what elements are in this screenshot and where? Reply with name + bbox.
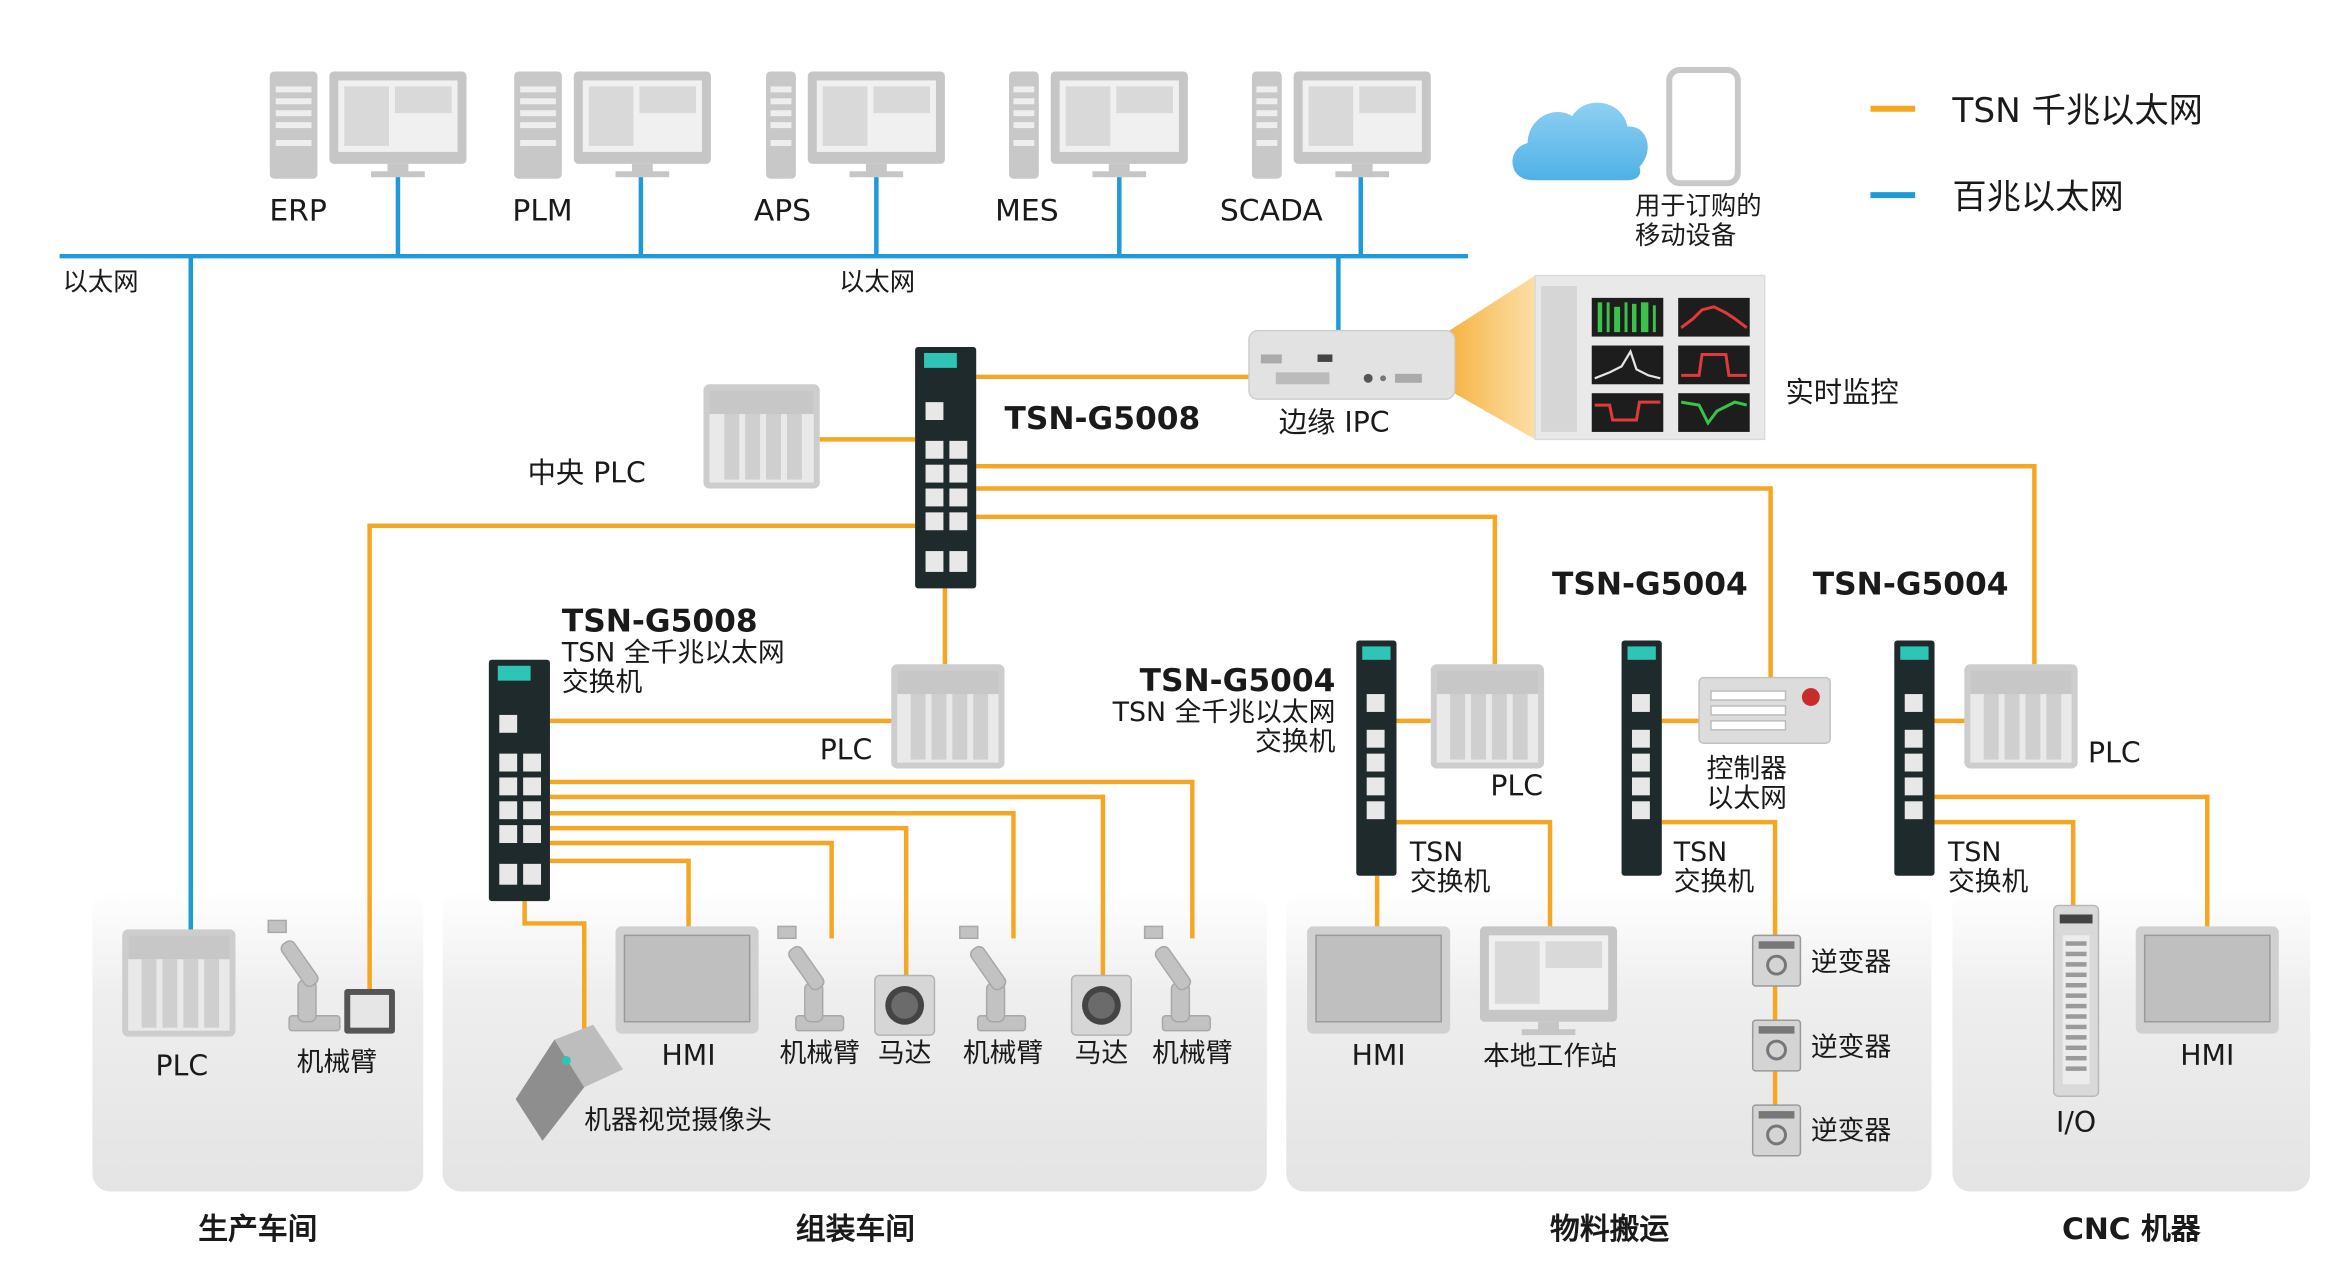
ethernet-label-left: 以太网: [63, 266, 139, 296]
label-mes: MES: [995, 193, 1058, 228]
label-controller-1: 控制器: [1707, 753, 1788, 784]
label-workstation: 本地工作站: [1483, 1041, 1617, 1072]
material-switch-2: [1621, 640, 1662, 876]
label-assembly-plc: PLC: [820, 734, 873, 767]
assembly-switch-desc-2: 交换机: [562, 667, 643, 698]
cnc-switch-label-2: 交换机: [1948, 867, 2029, 898]
label-central-plc: 中央 PLC: [528, 457, 646, 490]
material-switch-name: TSN-G5004: [1140, 663, 1336, 699]
label-monitoring: 实时监控: [1785, 376, 1898, 409]
label-inverter-1: 逆变器: [1811, 947, 1892, 978]
material-switch2-label-1: TSN: [1673, 837, 1727, 868]
enterprise-systems: ERP PLM APS MES SCADA: [269, 71, 1431, 228]
cnc-plc-icon: [1964, 664, 2078, 769]
inverter-icon: [1751, 1019, 1802, 1072]
tsn-lines: [367, 374, 2210, 1147]
ethernet-label-center: 以太网: [839, 266, 915, 296]
material-switch-desc-1: TSN 全千兆以太网: [1112, 697, 1336, 728]
label-assembly-hmi: HMI: [662, 1039, 716, 1072]
edge-ipc-icon: [1248, 329, 1456, 400]
core-switch-name: TSN-G5008: [1005, 401, 1201, 437]
label-production-robot-arm: 机械臂: [297, 1047, 377, 1078]
io-module-icon: [2053, 904, 2100, 1097]
production-plc-icon: [122, 929, 236, 1037]
label-production-plc: PLC: [156, 1049, 209, 1082]
label-cnc-hmi: HMI: [2180, 1039, 2234, 1072]
cnc-switch: [1894, 640, 1935, 876]
cloud-icon: [1512, 102, 1648, 181]
material-switch2-label-2: 交换机: [1674, 867, 1755, 898]
label-io: I/O: [2056, 1106, 2096, 1139]
server-plm: [514, 71, 711, 179]
material-plc-icon: [1430, 664, 1545, 769]
central-plc-icon: [703, 384, 820, 489]
area-label-assembly: 组装车间: [796, 1212, 915, 1247]
robot-arm-icon: [267, 919, 341, 1032]
mobile-label-1: 用于订购的: [1635, 190, 1762, 220]
assembly-plc-icon: [891, 664, 1005, 769]
controller-icon: [1698, 676, 1831, 744]
material-switch-1: [1356, 640, 1397, 876]
label-controller-2: 以太网: [1707, 783, 1787, 814]
fast-ethernet-lines: [59, 175, 1469, 936]
legend-fast-label: 百兆以太网: [1952, 178, 2123, 218]
material-switch2-name: TSN-G5004: [1552, 566, 1748, 602]
material-switch-desc-2: 交换机: [1255, 727, 1336, 758]
area-label-material: 物料搬运: [1550, 1212, 1669, 1247]
assembly-switch-desc-1: TSN 全千兆以太网: [561, 637, 785, 668]
legend-tsn-label: TSN 千兆以太网: [1951, 91, 2203, 131]
label-erp: ERP: [269, 193, 326, 228]
label-motor-1: 马达: [878, 1038, 932, 1069]
legend: TSN 千兆以太网 百兆以太网: [1870, 91, 2203, 218]
inverter-icon: [1751, 934, 1802, 987]
cnc-switch-name: TSN-G5004: [1813, 566, 2009, 602]
material-hmi-icon: [1307, 926, 1451, 1034]
label-robot-arm-3: 机械臂: [1152, 1038, 1232, 1069]
robot-controller-icon: [344, 988, 395, 1034]
label-aps: APS: [754, 193, 811, 228]
area-label-cnc: CNC 机器: [2062, 1212, 2202, 1247]
label-motor-2: 马达: [1075, 1038, 1129, 1069]
robot-arm-icon: [777, 925, 845, 1032]
cnc-hmi-icon: [2135, 926, 2279, 1034]
monitoring-screen: [1534, 274, 1766, 441]
mobile-device-icon: [1666, 67, 1741, 187]
label-material-hmi: HMI: [1352, 1039, 1406, 1072]
motor-icon: [1070, 974, 1132, 1036]
label-robot-arm-1: 机械臂: [780, 1038, 860, 1069]
mobile-label-2: 移动设备: [1635, 220, 1736, 250]
robot-arm-icon: [1143, 925, 1211, 1032]
inverter-icon: [1751, 1104, 1802, 1157]
workstation-icon: [1479, 926, 1618, 1036]
server-mes: [1009, 71, 1188, 179]
motor-icon: [874, 974, 936, 1036]
assembly-switch: [488, 659, 550, 902]
assembly-hmi-icon: [615, 926, 759, 1034]
label-material-plc: PLC: [1490, 769, 1543, 802]
label-inverter-3: 逆变器: [1811, 1115, 1892, 1146]
assembly-switch-name: TSN-G5008: [562, 604, 758, 640]
label-inverter-2: 逆变器: [1811, 1032, 1892, 1063]
server-erp: [269, 71, 467, 179]
core-switch: [915, 347, 977, 589]
server-scada: [1251, 71, 1431, 179]
material-switch-label-2: 交换机: [1410, 867, 1491, 898]
material-switch-label-1: TSN: [1409, 837, 1463, 868]
label-edge-ipc: 边缘 IPC: [1279, 406, 1390, 439]
label-robot-arm-2: 机械臂: [963, 1038, 1043, 1069]
area-label-production: 生产车间: [198, 1212, 317, 1247]
label-cnc-plc: PLC: [2088, 737, 2141, 770]
label-camera: 机器视觉摄像头: [584, 1105, 772, 1136]
camera-icon: [515, 1024, 623, 1141]
cnc-switch-label-1: TSN: [1947, 837, 2001, 868]
robot-arm-icon: [959, 925, 1027, 1032]
label-scada: SCADA: [1220, 193, 1324, 228]
server-aps: [766, 71, 945, 179]
label-plm: PLM: [512, 193, 572, 228]
monitoring-beam: [1430, 275, 1536, 440]
